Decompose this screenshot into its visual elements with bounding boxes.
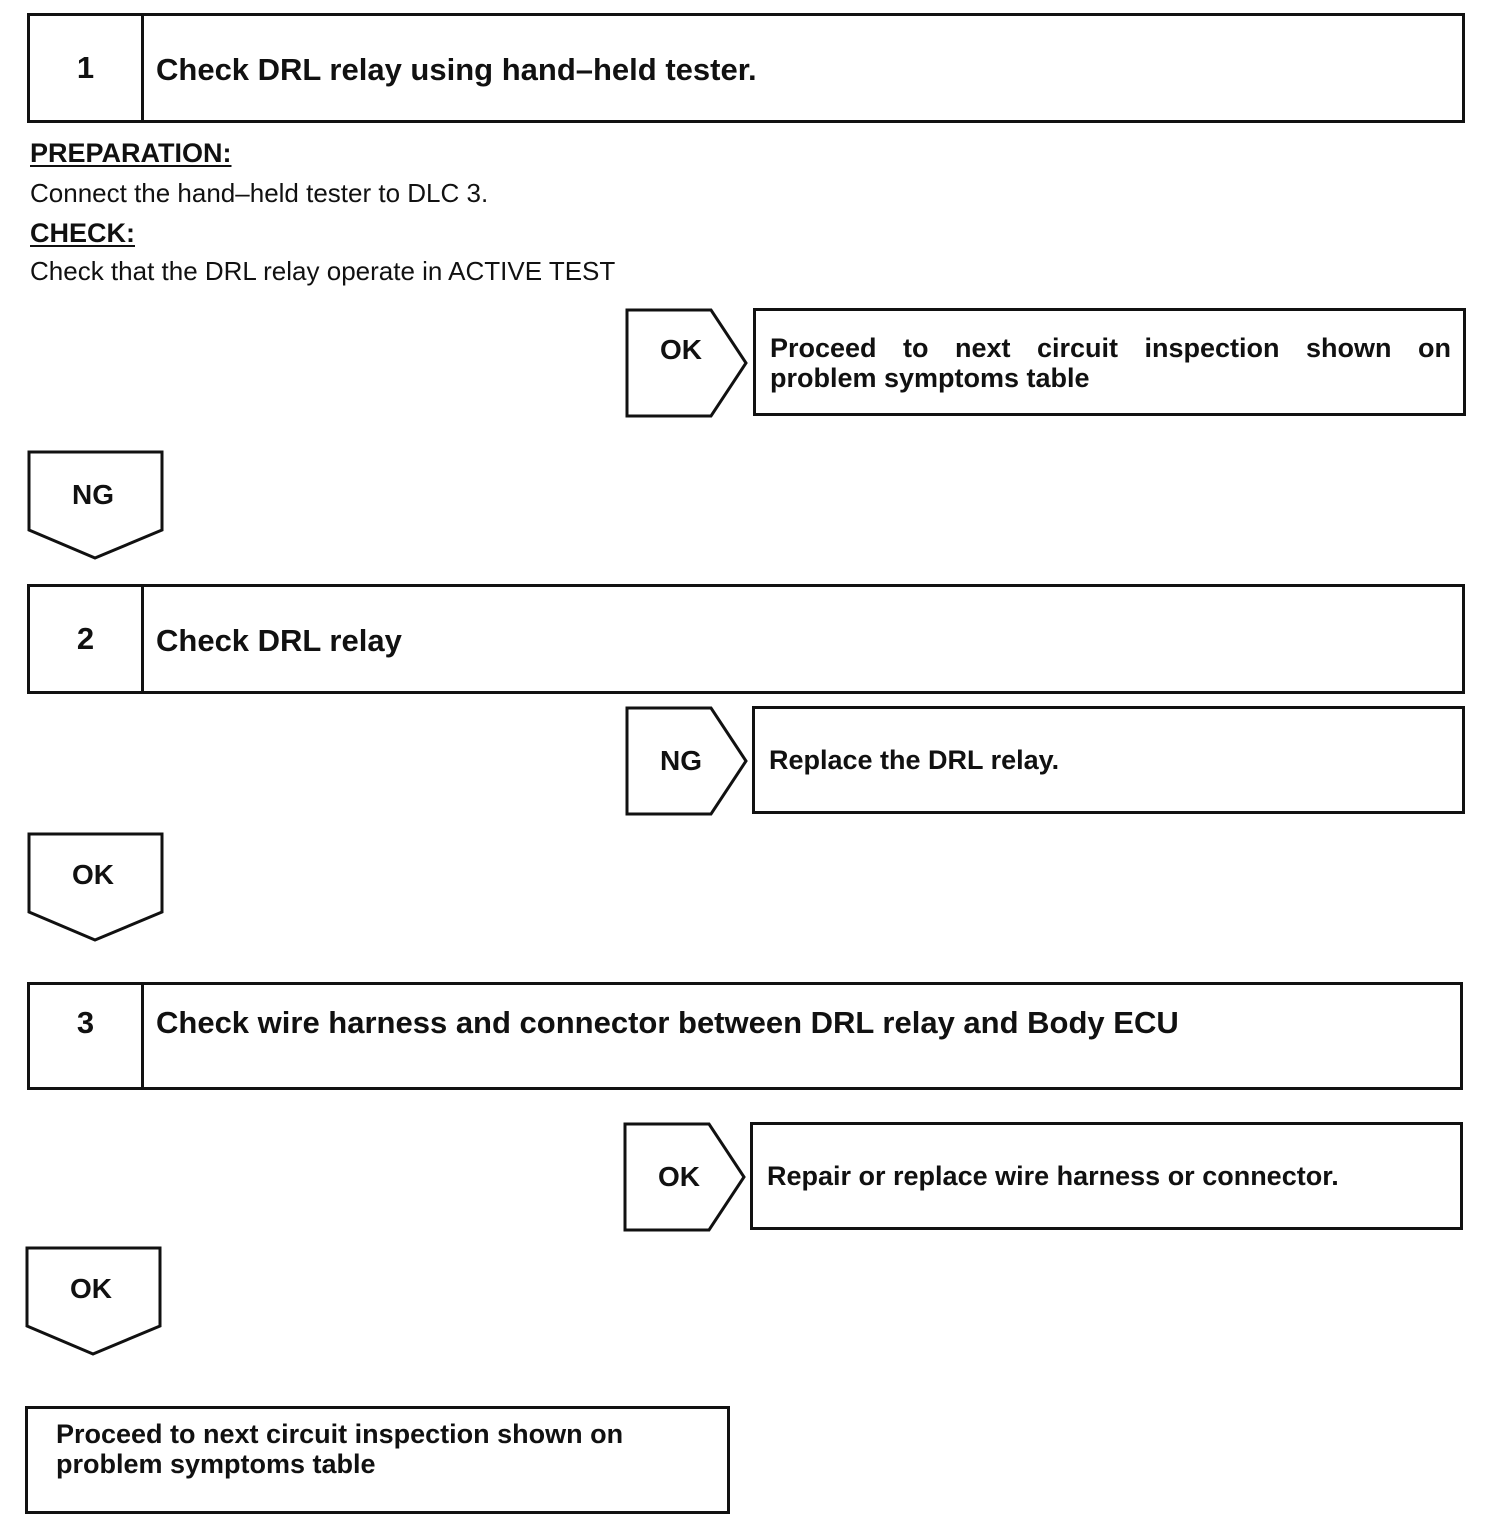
flow-1-label: NG	[72, 479, 114, 510]
branch-3-result-text: Repair or replace wire harness or connec…	[767, 1161, 1339, 1191]
step-2-number: 2	[30, 587, 144, 691]
branch-1-result-box: Proceed to next circuit inspection shown…	[753, 308, 1466, 416]
step-1-title: Check DRL relay using hand–held tester.	[156, 52, 757, 87]
step-3-title: Check wire harness and connector between…	[156, 1005, 1179, 1040]
flow-2-down-arrow: OK	[27, 832, 164, 942]
step-2-box: 2 Check DRL relay	[27, 584, 1465, 694]
preparation-label: PREPARATION:	[30, 138, 232, 168]
step-1-number: 1	[30, 16, 144, 120]
branch-2-result-box: Replace the DRL relay.	[752, 706, 1465, 814]
branch-1-arrow-tag: OK	[625, 308, 748, 418]
branch-2-result-text: Replace the DRL relay.	[769, 745, 1060, 775]
flow-3-down-arrow: OK	[25, 1246, 162, 1356]
final-result-text: Proceed to next circuit inspection shown…	[56, 1419, 624, 1479]
flow-1-down-arrow: NG	[27, 450, 164, 560]
step-3-number: 3	[30, 985, 144, 1087]
final-result-box: Proceed to next circuit inspection shown…	[25, 1406, 730, 1514]
flow-3-label: OK	[70, 1273, 112, 1304]
branch-3-result-box: Repair or replace wire harness or connec…	[750, 1122, 1463, 1230]
branch-1-result-text: Proceed to next circuit inspection shown…	[770, 333, 1451, 393]
branch-1-tag-label: OK	[660, 334, 702, 365]
branch-3-arrow-tag: OK	[623, 1122, 746, 1232]
check-label: CHECK:	[30, 218, 135, 248]
step-3-box: 3 Check wire harness and connector betwe…	[27, 982, 1463, 1090]
preparation-text: Connect the hand–held tester to DLC 3.	[30, 178, 489, 208]
branch-3-tag-label: OK	[658, 1161, 700, 1192]
check-text: Check that the DRL relay operate in ACTI…	[30, 256, 616, 286]
flow-2-label: OK	[72, 859, 114, 890]
branch-2-tag-label: NG	[660, 745, 702, 776]
branch-2-arrow-tag: NG	[625, 706, 748, 816]
step-1-box: 1 Check DRL relay using hand–held tester…	[27, 13, 1465, 123]
step-2-title: Check DRL relay	[156, 623, 402, 658]
